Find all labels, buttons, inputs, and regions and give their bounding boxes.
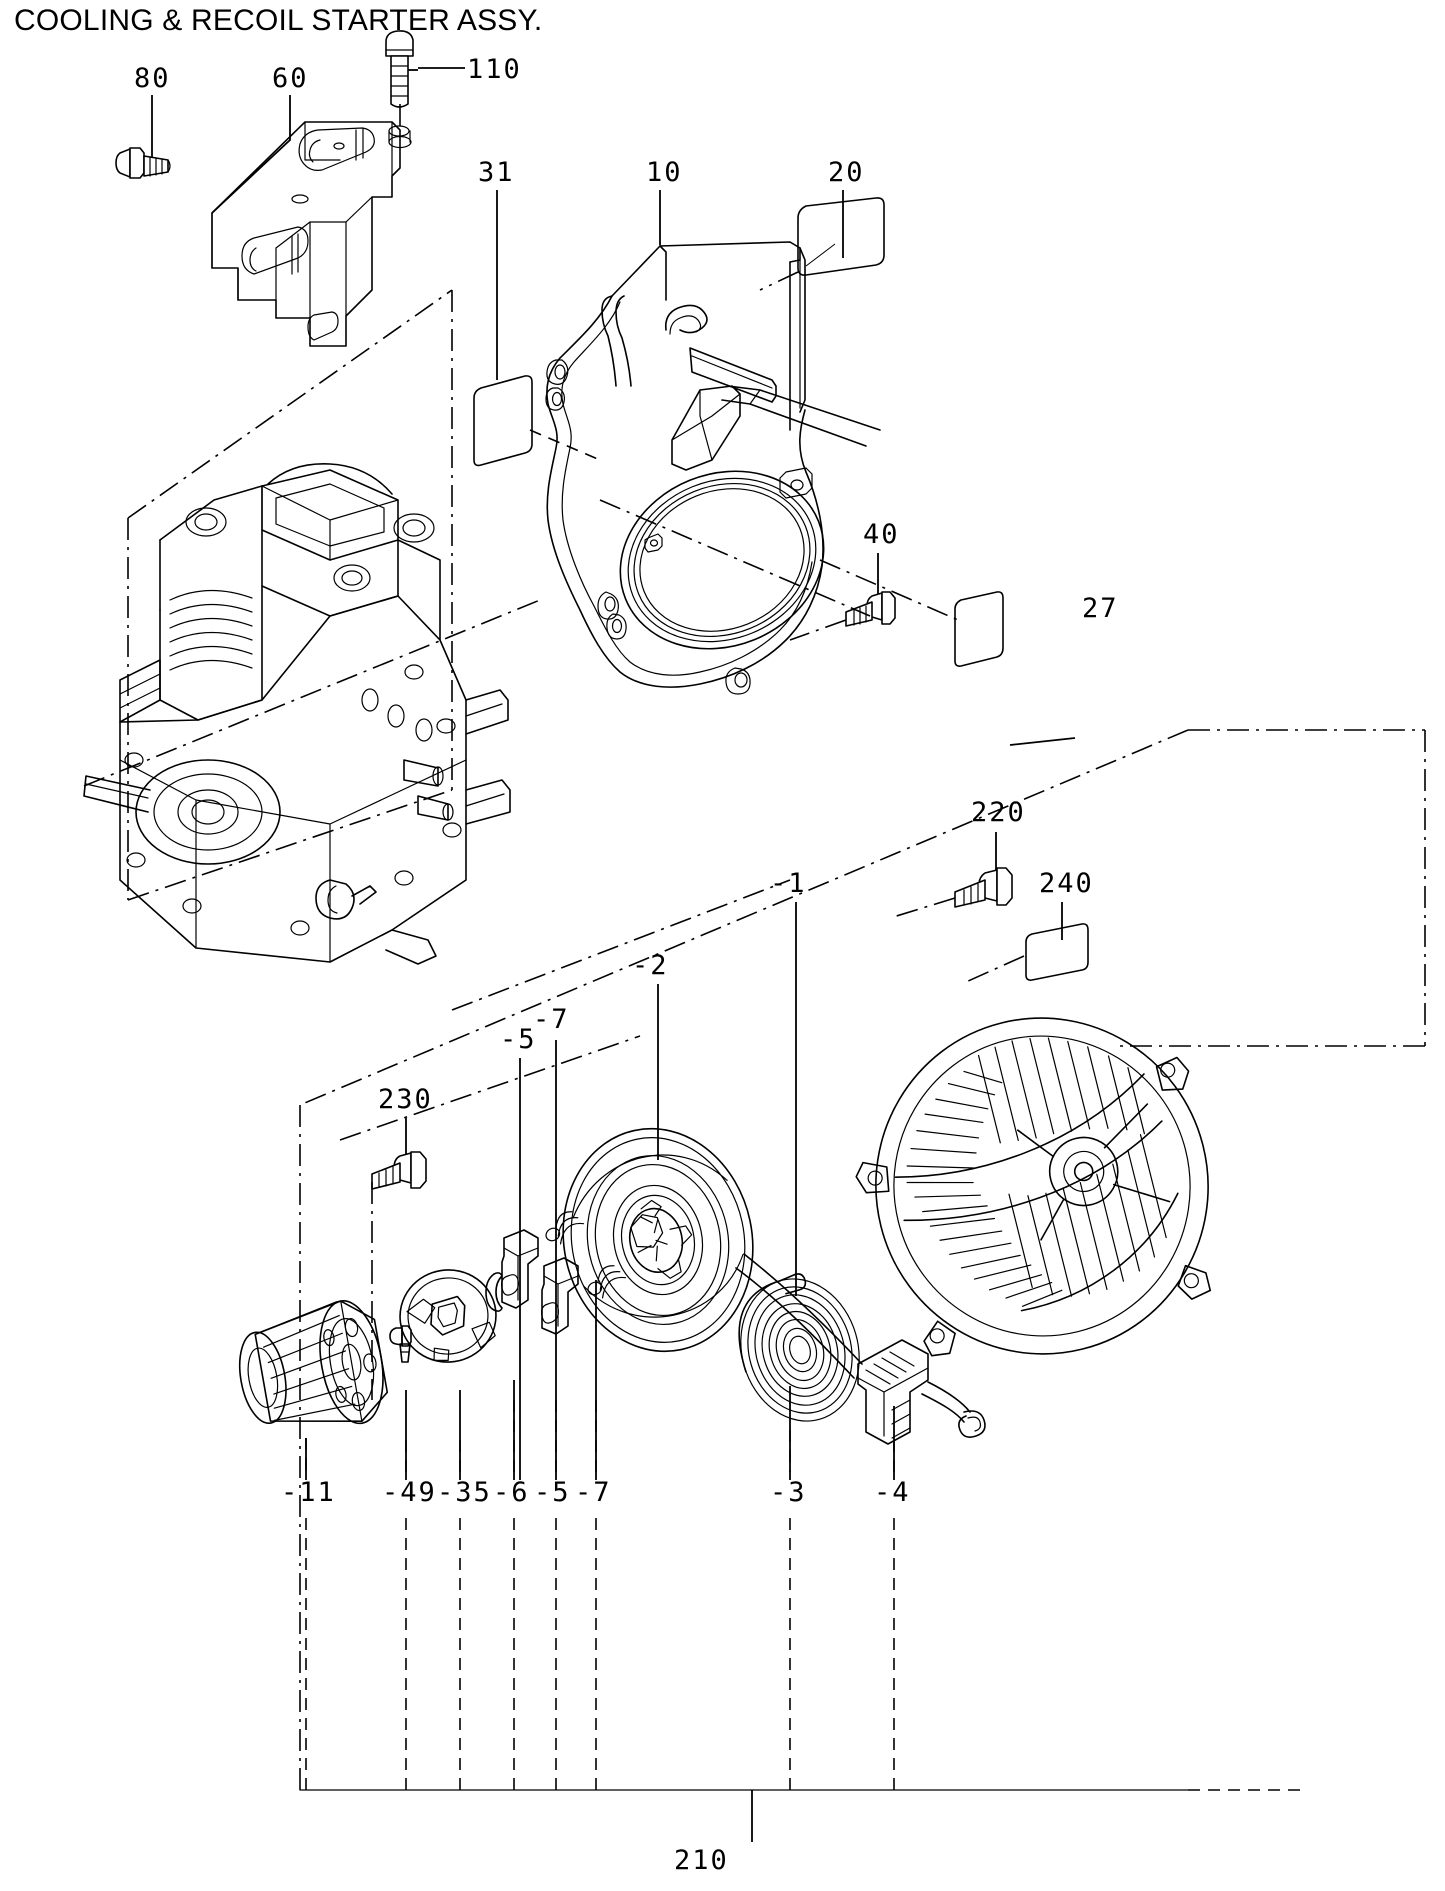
part-1-starter-case <box>795 902 1212 1357</box>
part-80-bolt <box>115 95 171 179</box>
callout-5-upper: -5 <box>500 1024 537 1055</box>
bottom-callout-ticks <box>305 1400 895 1842</box>
callout-110: 110 <box>467 54 522 85</box>
part-2-rope-reel <box>562 984 863 1379</box>
callout-7-upper: -7 <box>533 1004 570 1035</box>
part-35-guide-plate <box>399 1269 497 1480</box>
callout-31: 31 <box>478 157 515 188</box>
callout-3-bottom: -3 <box>770 1477 807 1508</box>
callout-35-bottom: -35 <box>437 1477 492 1508</box>
part-11-starter-pulley <box>238 1262 389 1480</box>
callout-210-assembly: 210 <box>674 1845 729 1876</box>
callout-10: 10 <box>646 157 683 188</box>
engine-block-assembly <box>83 289 541 965</box>
callout-6-bottom: -6 <box>493 1477 530 1508</box>
callout-7-bottom: -7 <box>575 1477 612 1508</box>
part-230-bolt <box>371 1118 427 1262</box>
callout-240: 240 <box>1039 868 1094 899</box>
part-240-plate <box>965 902 1089 983</box>
part-3-rope-and-4-handle <box>789 1339 986 1480</box>
callout-230: 230 <box>378 1084 433 1115</box>
part-10-blower-housing <box>545 190 881 695</box>
callout-1: -1 <box>770 868 807 899</box>
callout-220: 220 <box>971 797 1026 828</box>
part-49-rivet <box>389 1325 412 1480</box>
part-31-plate <box>473 190 601 467</box>
callout-60: 60 <box>272 63 309 94</box>
part-60-bracket <box>211 95 412 347</box>
callout-40: 40 <box>863 519 900 550</box>
callout-49-bottom: -49 <box>382 1477 437 1508</box>
part-40-bolt <box>789 553 896 641</box>
part-7-return-spring <box>738 1060 860 1422</box>
callout-2: -2 <box>632 950 669 981</box>
callout-27: 27 <box>1082 593 1119 624</box>
part-220-bolt <box>889 832 1013 919</box>
callout-20: 20 <box>828 157 865 188</box>
callout-11-bottom: -11 <box>281 1477 336 1508</box>
part-27-plate <box>819 559 1076 746</box>
callout-5-bottom: -5 <box>534 1477 571 1508</box>
recoil-group-frame <box>299 729 1426 1791</box>
page-title: COOLING & RECOIL STARTER ASSY. <box>14 4 543 37</box>
callout-80: 80 <box>134 63 171 94</box>
callout-4-bottom: -4 <box>874 1477 911 1508</box>
part-20-plate <box>759 190 885 291</box>
parts-5-6-7-ratchet-set <box>485 1040 627 1480</box>
part-110-screw <box>385 30 465 128</box>
